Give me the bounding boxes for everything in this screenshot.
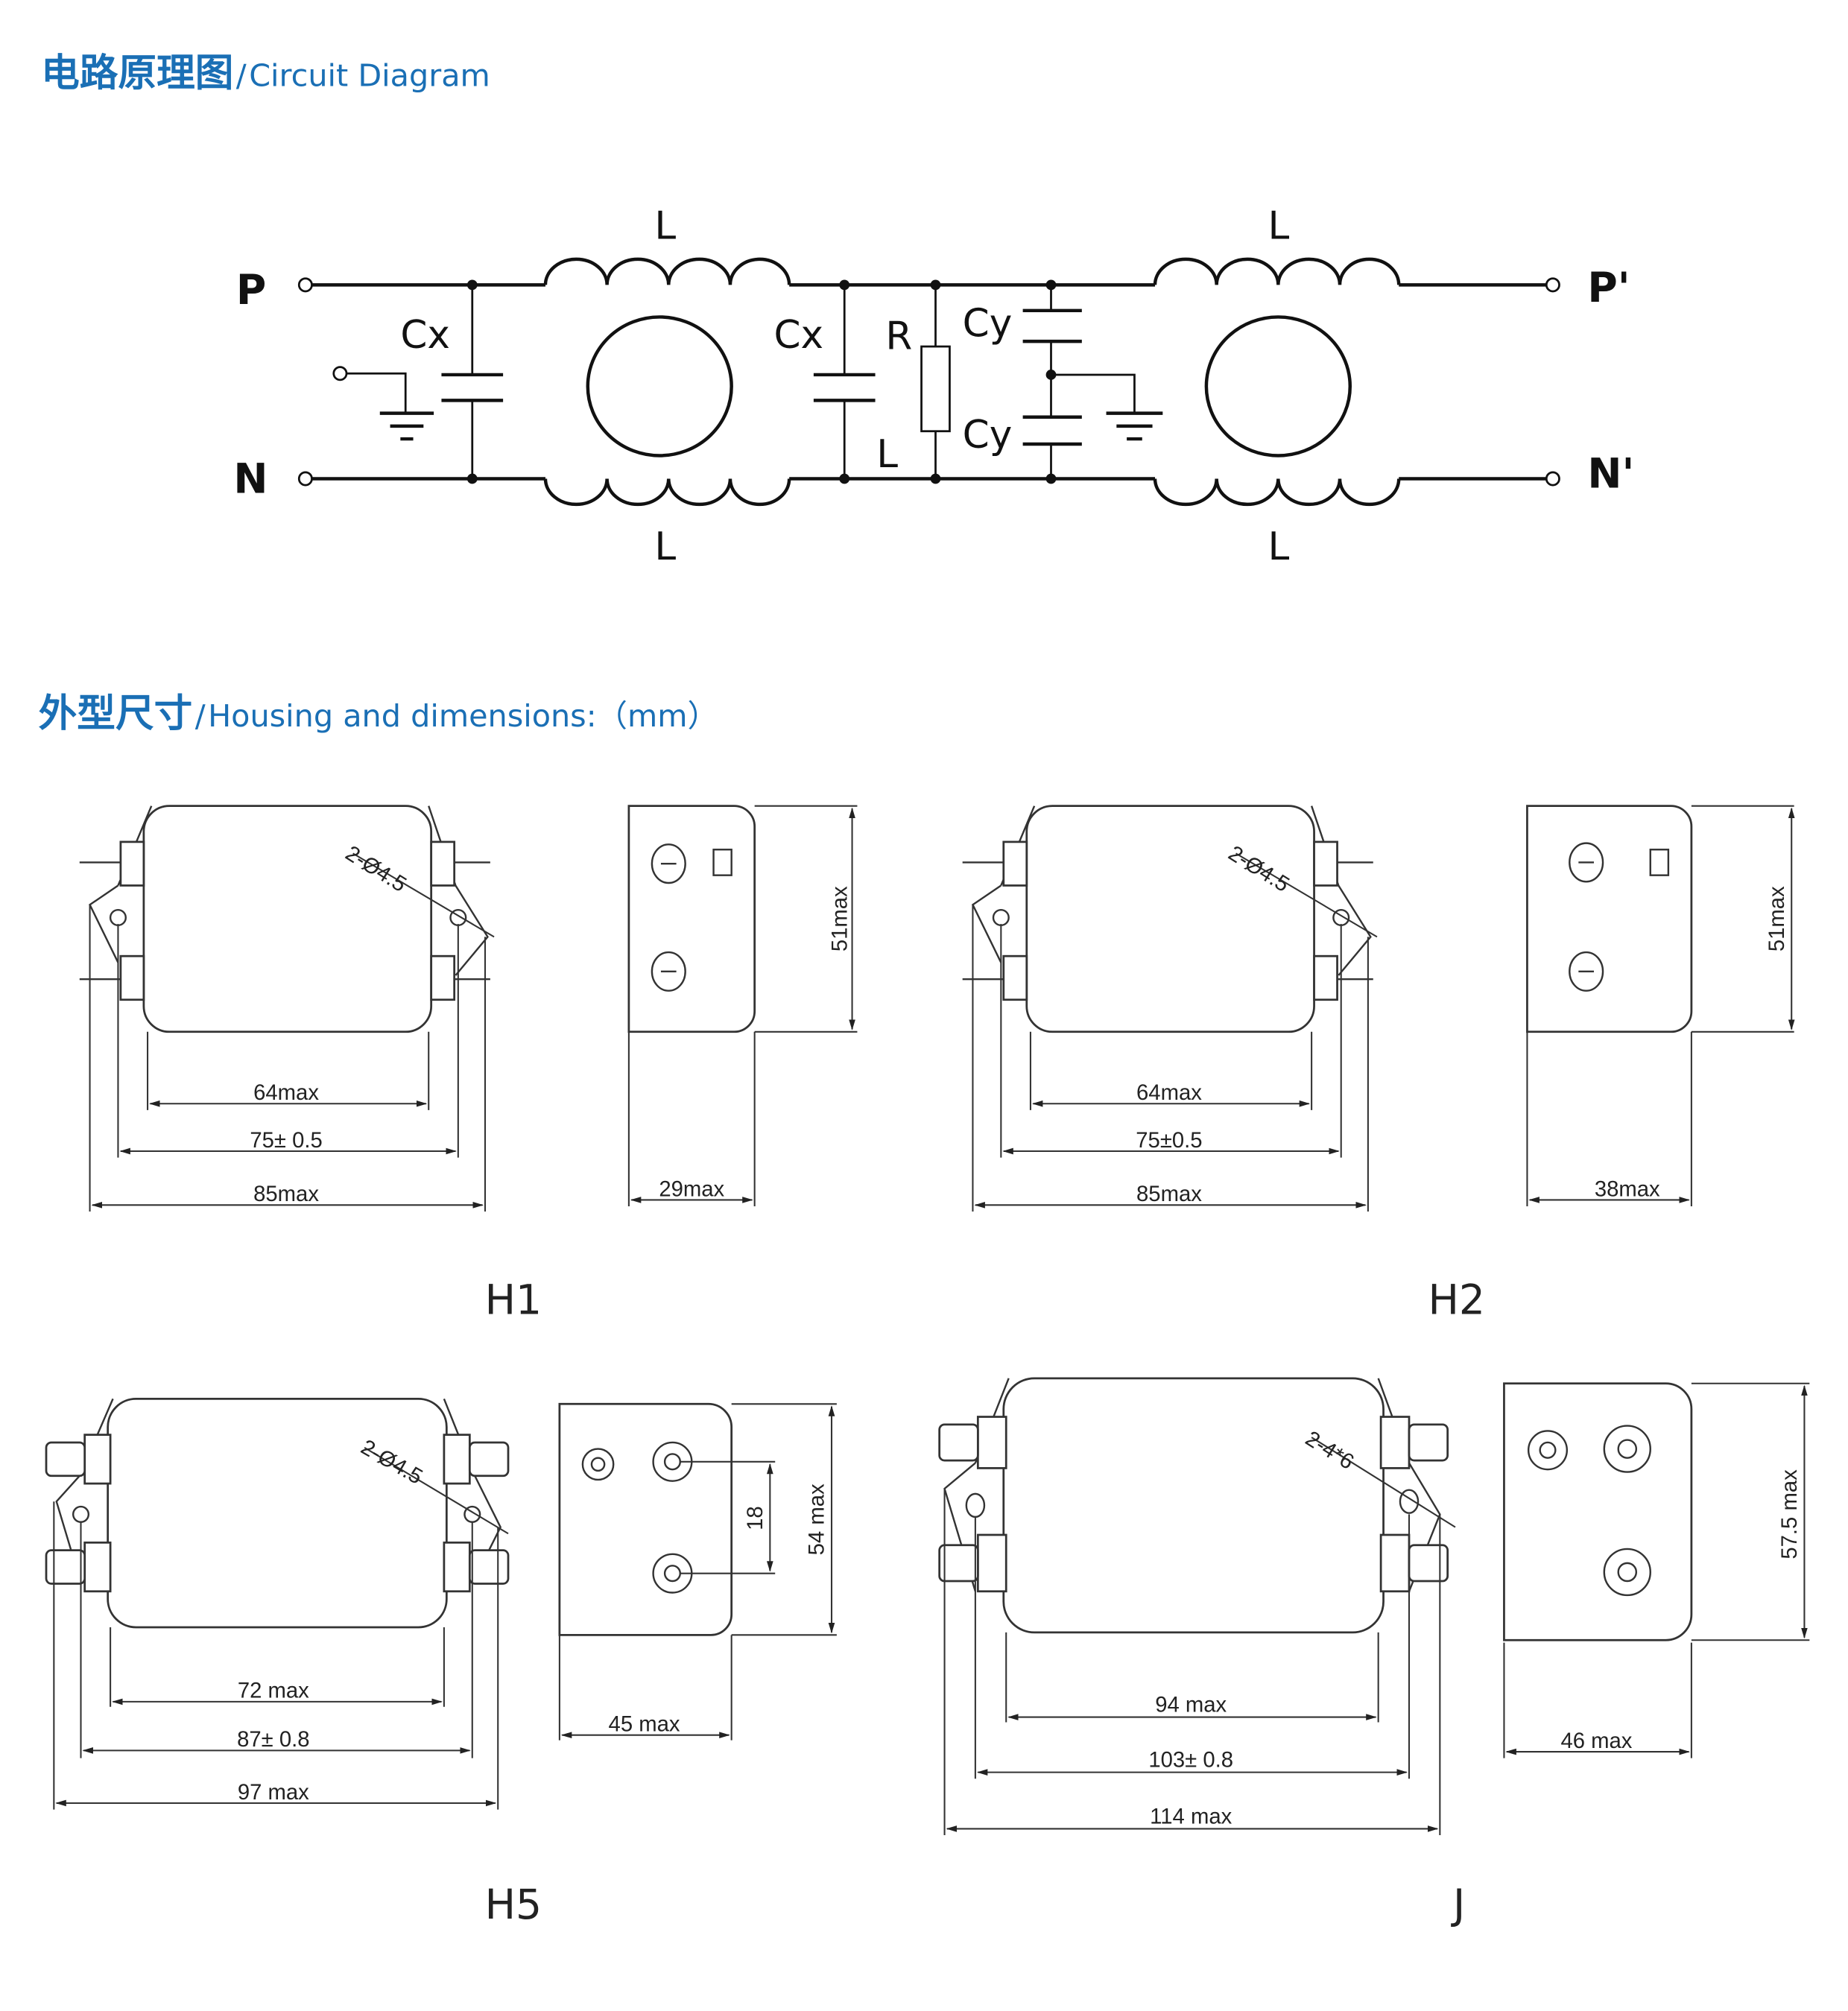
cx1-label: Cx: [400, 313, 450, 358]
housing-title-sep: /: [195, 698, 206, 734]
housing-j: 2-4*6 94 max 103± 0.8 114 max 57.5 max 4…: [938, 1377, 1810, 1928]
housing-section-title: 外型尺寸/Housing and dimensions:（mm）: [39, 691, 718, 736]
h2-caption: H2: [1428, 1276, 1485, 1324]
junction: [839, 473, 850, 484]
terminal-p-out-label: P': [1587, 264, 1630, 311]
h2-depth: 38max: [1595, 1177, 1660, 1201]
terminal-p-out: [1545, 277, 1560, 293]
h2-height: 51max: [1765, 886, 1789, 951]
circuit-title-cn: 电路原理图: [41, 51, 233, 95]
housing-h5: 2-Ø4.5 72 max 87± 0.8 97 max 18 54 max 4…: [45, 1398, 837, 1928]
terminal-p-label: P: [236, 266, 266, 314]
circuit-title-en: Circuit Diagram: [249, 57, 490, 93]
housing-title-en: Housing and dimensions:（mm）: [208, 698, 718, 734]
housing-h1: 2-Ø4.5 64max 75± 0.5 85max 29max 51max H…: [79, 805, 858, 1324]
inductor-bottom-left-label: L: [654, 525, 676, 569]
h1-overall-width: 85max: [253, 1182, 319, 1206]
h5-terminal-spacing: 18: [744, 1506, 768, 1530]
junction: [466, 279, 478, 291]
svg-text:电路原理图/Circuit Diagram: 电路原理图/Circuit Diagram: [41, 51, 490, 95]
h5-depth: 45 max: [609, 1713, 680, 1737]
junction: [930, 279, 941, 291]
circuit-diagram: P N P' N' L L L L Cx: [233, 203, 1634, 569]
terminal-n-label: N: [233, 455, 268, 502]
h2-body-width: 64max: [1136, 1081, 1202, 1105]
ground-right-icon: [1106, 411, 1163, 441]
h2-pitch: 75±0.5: [1136, 1129, 1202, 1153]
terminal-n-out-label: N': [1587, 450, 1634, 498]
cy-plates: [1022, 308, 1082, 446]
inductor-top-left: [543, 257, 791, 285]
inductor-top-right-label: L: [1268, 203, 1290, 248]
junction: [1045, 473, 1057, 484]
junction: [839, 279, 850, 291]
ground-left-icon: [379, 411, 434, 441]
resistor-label: R: [885, 314, 912, 358]
junction: [930, 473, 941, 484]
j-overall-width: 114 max: [1150, 1805, 1232, 1829]
inductor-top-left-label: L: [654, 203, 676, 248]
h5-overall-width: 97 max: [238, 1781, 309, 1805]
housing-title-cn: 外型尺寸: [39, 691, 193, 736]
h5-pitch: 87± 0.8: [237, 1728, 309, 1752]
h5-side-view: 18 54 max 45 max: [558, 1402, 837, 1741]
terminal-n-out: [1545, 471, 1560, 487]
junction: [466, 473, 478, 484]
inductor-bottom-right-label: L: [1268, 525, 1290, 569]
j-depth: 46 max: [1560, 1729, 1632, 1753]
j-body-width: 94 max: [1155, 1694, 1227, 1717]
core-right: [1204, 315, 1352, 457]
h2-front-view: 2-Ø4.5 64max 75±0.5 85max: [962, 805, 1378, 1212]
j-pitch: 103± 0.8: [1148, 1749, 1233, 1773]
h2-overall-width: 85max: [1136, 1182, 1202, 1206]
j-height: 57.5 max: [1778, 1469, 1802, 1559]
h1-body-width: 64max: [253, 1081, 319, 1105]
h1-pitch: 75± 0.5: [250, 1129, 322, 1153]
h5-caption: H5: [485, 1881, 542, 1928]
inductor-top-right: [1153, 257, 1401, 285]
terminal-ground: [332, 366, 348, 381]
circuit-section-title: 电路原理图/Circuit Diagram: [41, 51, 490, 95]
terminal-n: [297, 471, 313, 487]
inductor-bottom-right: [1153, 478, 1401, 507]
cx2-plates: [813, 373, 876, 402]
cy1-label: Cy: [963, 301, 1013, 346]
cx2-label: Cx: [774, 313, 824, 358]
h2-side-view: 38max 51max: [1526, 805, 1795, 1207]
h1-caption: H1: [485, 1276, 542, 1324]
h1-depth: 29max: [659, 1177, 724, 1201]
terminal-p: [297, 277, 313, 293]
j-side-view: 57.5 max 46 max: [1503, 1382, 1810, 1758]
housing-h2: 2-Ø4.5 64max 75±0.5 85max 38max 51max H2: [962, 805, 1795, 1324]
cy2-label: Cy: [963, 413, 1013, 457]
h5-height: 54 max: [806, 1483, 829, 1555]
j-caption: J: [1451, 1881, 1465, 1928]
h1-height: 51max: [829, 886, 852, 951]
inductor-bottom-left: [543, 478, 791, 507]
h1-front-view: 2-Ø4.5 64max 75± 0.5 85max: [79, 805, 495, 1212]
core-left: [586, 315, 733, 457]
svg-text:外型尺寸/Housing and dimensions:（m: 外型尺寸/Housing and dimensions:（mm）: [39, 691, 718, 736]
ground-lead: [1051, 373, 1136, 414]
h5-front-view: 2-Ø4.5 72 max 87± 0.8 97 max: [45, 1398, 510, 1810]
resistor: [920, 345, 951, 433]
h5-body-width: 72 max: [238, 1679, 309, 1703]
l-mid-label: L: [876, 432, 898, 477]
junction: [1045, 279, 1057, 291]
j-front-view: 2-4*6 94 max 103± 0.8 114 max: [938, 1377, 1456, 1836]
ground-lead: [346, 372, 407, 414]
circuit-title-sep: /: [236, 57, 247, 93]
h1-side-view: 29max 51max: [627, 805, 858, 1207]
cx1-plates: [441, 373, 504, 402]
